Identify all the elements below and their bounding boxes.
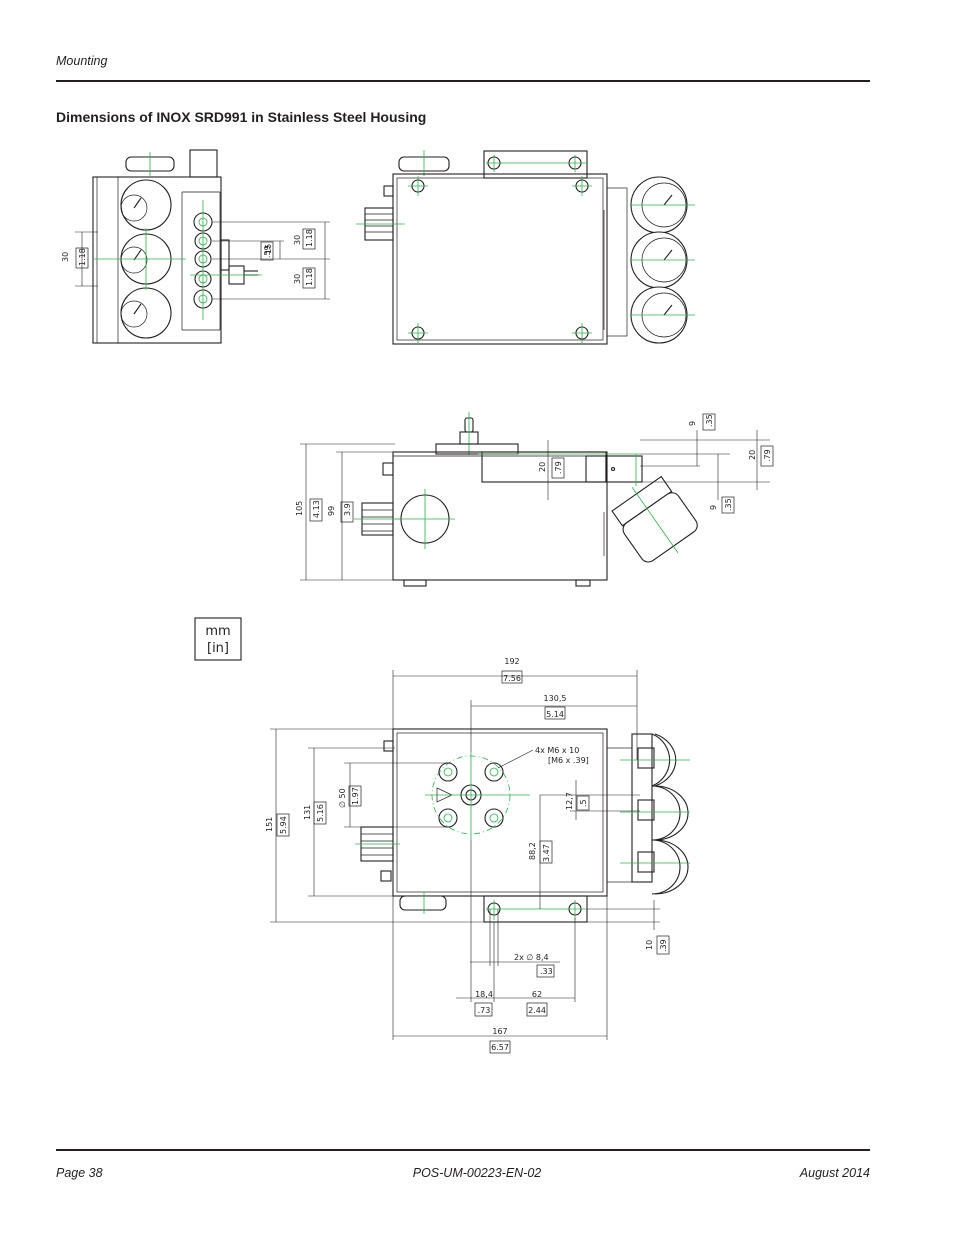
dim-105: 105 xyxy=(295,501,304,516)
dim-12-7-inch: .5 xyxy=(579,799,588,807)
unit-inch: [in] xyxy=(207,641,229,656)
dim-diameter-8-4-inch: .33 xyxy=(540,967,553,976)
dim-15-inch: .59 xyxy=(263,245,272,258)
dim-15: 15 xyxy=(264,244,273,254)
dim-88-2: 88,2 xyxy=(528,842,537,860)
dim-88-2-inch: 3.47 xyxy=(542,844,551,862)
dim-9-a: 9 xyxy=(688,421,697,426)
document-id: POS-UM-00223-EN-02 xyxy=(412,1166,542,1180)
dim-diameter-8-4: 2x ∅ 8,4 xyxy=(514,953,549,962)
dim-130-5: 130,5 xyxy=(544,694,567,703)
dim-192: 192 xyxy=(504,657,519,666)
dim-30-c: 30 xyxy=(293,274,302,284)
dim-10: 10 xyxy=(645,940,654,950)
dim-167: 167 xyxy=(492,1027,507,1036)
dim-30-b: 30 xyxy=(293,235,302,245)
publication-date: August 2014 xyxy=(799,1166,870,1180)
dim-20-b-inch: .79 xyxy=(763,449,772,462)
dim-167-inch: 6.57 xyxy=(491,1043,509,1052)
dim-30-c-inch: 1.18 xyxy=(305,268,314,286)
dim-12-7: 12,7 xyxy=(565,792,574,810)
screw-spec-inch: [M6 x .39] xyxy=(548,756,589,765)
dim-30-b-inch: 1.18 xyxy=(305,229,314,247)
dim-62-inch: 2.44 xyxy=(528,1006,546,1015)
dim-151: 151 xyxy=(265,817,274,832)
page-title: Dimensions of INOX SRD991 in Stainless S… xyxy=(56,109,427,125)
front-view xyxy=(356,150,695,345)
dim-20-a: 20 xyxy=(538,462,547,472)
dim-30-a: 30 xyxy=(61,252,70,262)
unit-legend: mm [in] xyxy=(194,617,242,661)
dim-diameter-50: ∅ 50 xyxy=(338,788,347,808)
dim-9-b: 9 xyxy=(709,505,718,510)
screw-spec: 4x M6 x 10 xyxy=(535,746,579,755)
dim-131: 131 xyxy=(303,805,312,820)
dim-99-inch: 3.9 xyxy=(343,503,352,516)
page-number: Page 38 xyxy=(56,1166,103,1180)
dim-62: 62 xyxy=(532,990,542,999)
running-header: Mounting xyxy=(56,54,108,68)
dim-9-a-inch: .35 xyxy=(705,414,714,427)
header-rule xyxy=(56,80,870,82)
dim-9-b-inch: .35 xyxy=(724,498,733,511)
unit-mm: mm xyxy=(205,624,230,639)
bottom-view: 192 7.56 130,5 5.14 4x M6 x 10 [M6 x .39… xyxy=(265,657,690,1054)
side-view-left: 30 1.18 15 .59 30 1.18 30 1.18 xyxy=(61,149,330,344)
dim-30-a-inch: 1.18 xyxy=(78,248,87,266)
footer-rule xyxy=(56,1149,870,1151)
dim-18-4: 18,4 xyxy=(475,990,493,999)
dim-151-inch: 5.94 xyxy=(279,816,288,834)
dim-20-b: 20 xyxy=(748,450,757,460)
dim-18-4-inch: .73 xyxy=(478,1006,491,1015)
dim-131-inch: 5.16 xyxy=(316,804,325,822)
dim-192-inch: 7.56 xyxy=(503,674,521,683)
dim-99: 99 xyxy=(327,506,336,516)
top-view: 9 .35 20 .79 20 .79 9 .35 105 4.13 99 3.… xyxy=(295,412,774,587)
dim-20-a-inch: .79 xyxy=(554,461,563,474)
dim-diameter-50-inch: 1.97 xyxy=(351,787,360,805)
dim-105-inch: 4.13 xyxy=(312,500,321,518)
dim-10-inch: .39 xyxy=(659,939,668,952)
dim-130-5-inch: 5.14 xyxy=(546,710,564,719)
